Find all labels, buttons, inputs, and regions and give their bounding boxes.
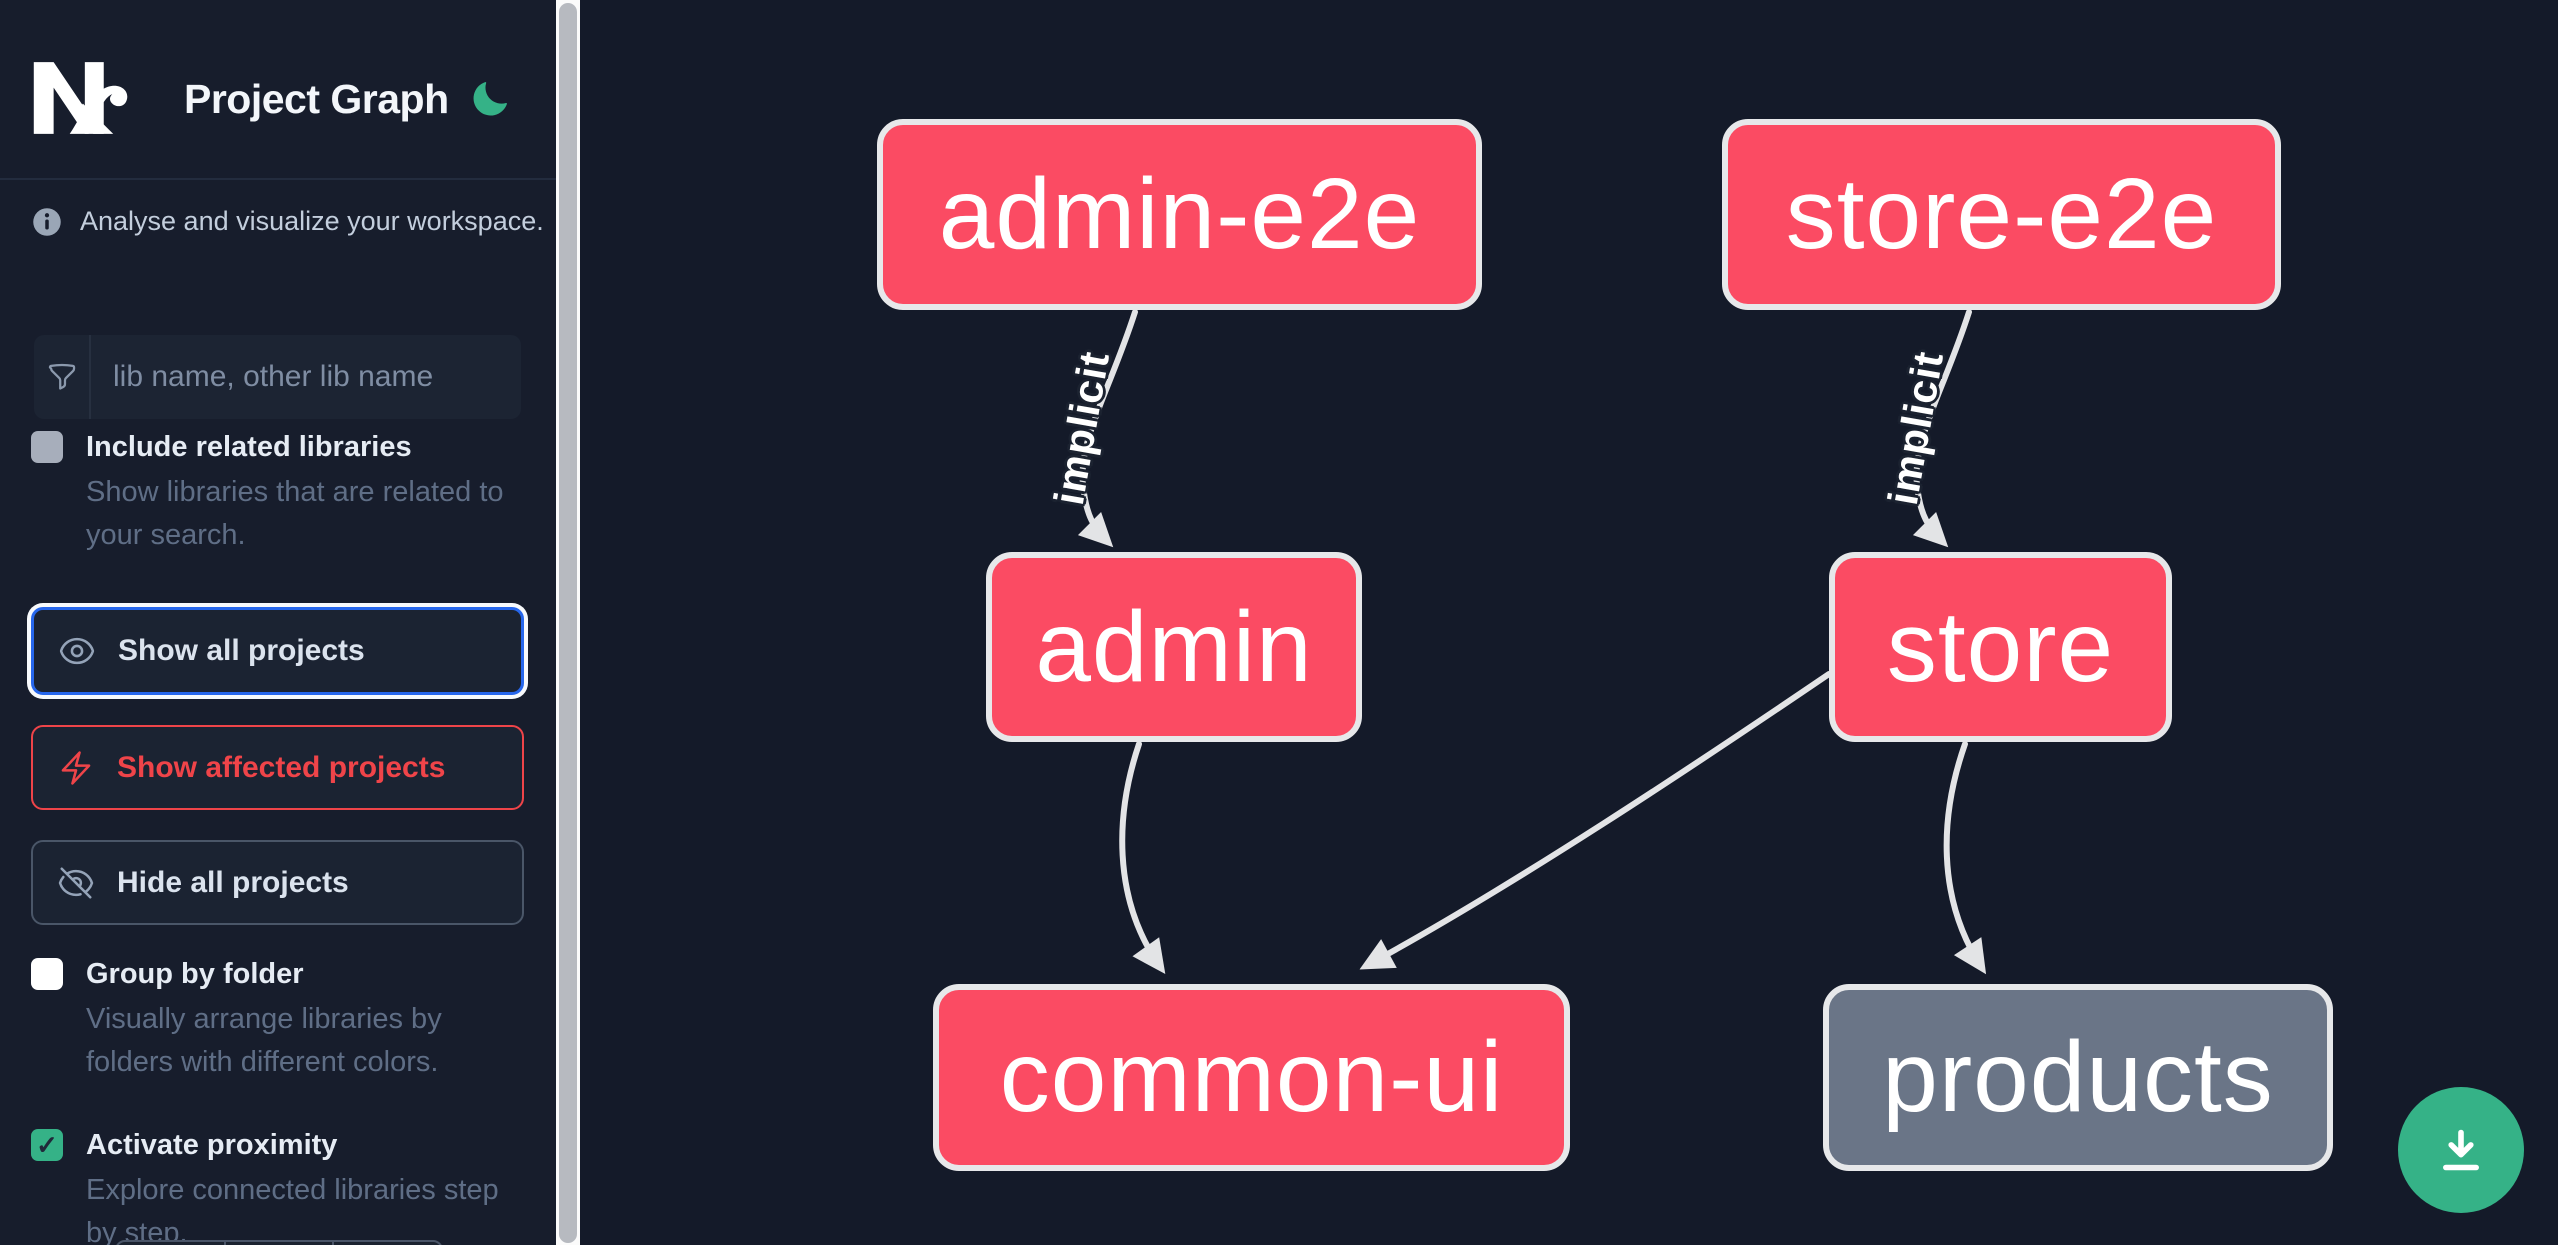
show-all-projects-button[interactable]: Show all projects xyxy=(31,607,524,695)
moon-icon xyxy=(473,82,507,116)
option-label: Activate proximity xyxy=(86,1129,338,1161)
project-node-products[interactable]: products xyxy=(1823,984,2333,1171)
group-by-folder-checkbox[interactable] xyxy=(31,958,63,990)
dark-mode-toggle[interactable] xyxy=(470,79,510,119)
header-divider xyxy=(0,178,556,180)
page-title: Project Graph xyxy=(184,76,449,122)
option-description: Visually arrange libraries by folders wi… xyxy=(86,1003,442,1078)
nx-logo-icon xyxy=(33,62,128,134)
sidebar-scrollbar xyxy=(556,0,580,1245)
eye-icon xyxy=(59,637,95,665)
edge-store-products xyxy=(1943,741,1987,975)
proximity-value xyxy=(223,1242,333,1245)
button-label: Show all projects xyxy=(118,634,365,667)
option-include-related: Include related libraries Show libraries… xyxy=(31,429,526,557)
checkmark-icon: ✓ xyxy=(36,1130,58,1160)
option-group-by-folder: Group by folder Visually arrange librari… xyxy=(31,956,526,1084)
option-description: Show libraries that are related to your … xyxy=(86,476,504,551)
eye-slash-icon xyxy=(58,866,94,899)
info-icon xyxy=(33,207,61,236)
button-label: Hide all projects xyxy=(117,865,349,899)
workspace-tagline-row: Analyse and visualize your workspace. xyxy=(32,206,544,237)
download-icon xyxy=(2443,1129,2479,1171)
activate-proximity-checkbox[interactable]: ✓ xyxy=(31,1129,63,1161)
workspace-tagline: Analyse and visualize your workspace. xyxy=(80,206,544,236)
sidebar-scrollbar-thumb[interactable] xyxy=(559,3,577,1243)
include-related-checkbox[interactable] xyxy=(31,431,63,463)
edge-admin-common-ui xyxy=(1119,741,1166,975)
sidebar-header: Project Graph xyxy=(0,0,556,178)
project-node-admin-e2e[interactable]: admin-e2e xyxy=(877,119,1482,310)
sidebar: Project Graph Analyse and visualize your… xyxy=(0,0,556,1245)
project-node-store-e2e[interactable]: store-e2e xyxy=(1722,119,2281,310)
option-label: Include related libraries xyxy=(86,431,412,463)
graph-canvas[interactable]: implicit implicit admin-e2e store-e2e ad… xyxy=(580,0,2558,1245)
filter-funnel-icon xyxy=(34,335,91,419)
project-node-store[interactable]: store xyxy=(1829,552,2172,742)
project-node-common-ui[interactable]: common-ui xyxy=(933,984,1570,1171)
search-input[interactable] xyxy=(91,335,521,419)
option-label: Group by folder xyxy=(86,958,304,990)
option-activate-proximity: ✓ Activate proximity Explore connected l… xyxy=(31,1127,526,1245)
show-affected-projects-button[interactable]: Show affected projects xyxy=(31,725,524,810)
download-graph-button[interactable] xyxy=(2398,1087,2524,1213)
hide-all-projects-button[interactable]: Hide all projects xyxy=(31,840,524,925)
dependency-edges xyxy=(1077,309,1987,975)
edge-store-common-ui xyxy=(1359,671,1832,970)
proximity-increment-button[interactable] xyxy=(332,1242,441,1245)
edge-admin-e2e-admin xyxy=(1077,309,1138,548)
option-description: Explore connected libraries step by step… xyxy=(86,1174,499,1245)
edge-store-e2e-store xyxy=(1912,309,1972,548)
search-box xyxy=(34,335,521,419)
proximity-depth-control xyxy=(115,1240,443,1245)
button-label: Show affected projects xyxy=(117,750,446,784)
bolt-icon xyxy=(61,750,91,785)
project-node-admin[interactable]: admin xyxy=(986,552,1362,742)
